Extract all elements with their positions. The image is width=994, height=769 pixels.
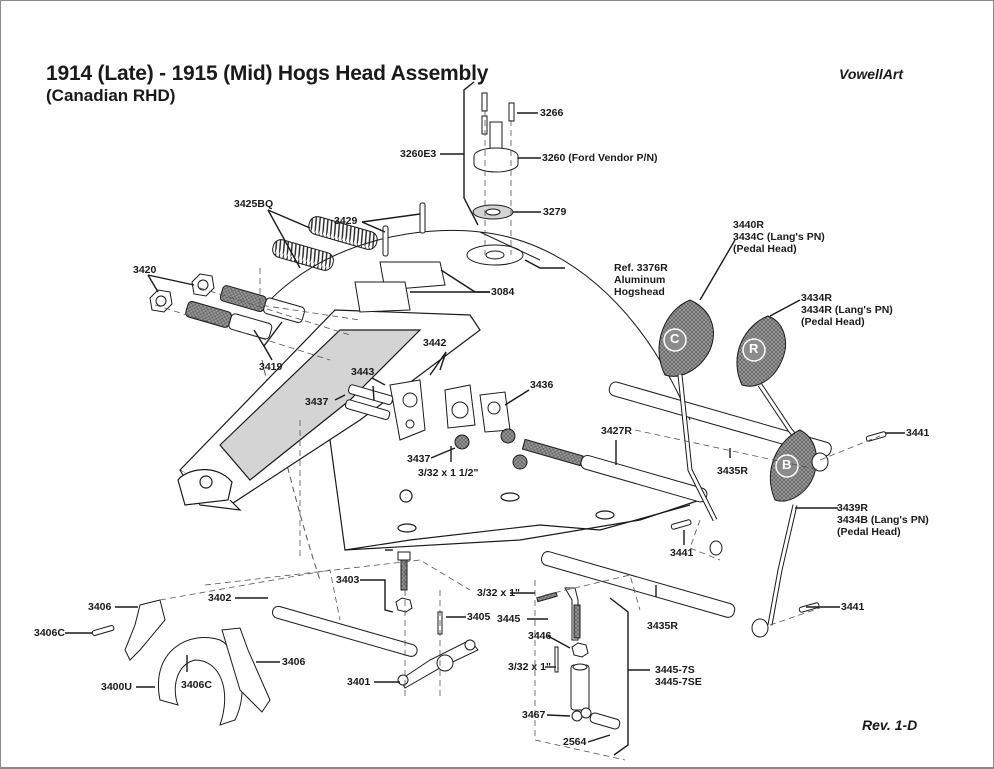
callout-3406-upper: 3406 xyxy=(88,601,112,613)
callout-3260: 3260 (Ford Vendor P/N) xyxy=(542,152,658,164)
callout-3406-lower: 3406 xyxy=(282,656,306,668)
callout-cotter-pin-1-upper: 3/32 x 1" xyxy=(477,587,520,599)
callout-3437-lower: 3437 xyxy=(407,453,431,465)
callout-2564: 2564 xyxy=(563,736,587,748)
nuts-3420 xyxy=(149,273,215,313)
callout-3406C-left: 3406C xyxy=(34,627,65,639)
callout-3441-right: 3441 xyxy=(906,427,930,439)
callout-3402: 3402 xyxy=(208,592,232,604)
callout-3406C-center: 3406C xyxy=(181,679,212,691)
callout-3435R-lower: 3435R xyxy=(647,620,678,632)
pedal-letter-brake: B xyxy=(782,457,792,472)
callout-brake-pedal: 3439R 3434B (Lang's PN) (Pedal Head) xyxy=(837,502,929,538)
callout-3427R: 3427R xyxy=(601,425,632,437)
pedal-letter-clutch: C xyxy=(670,331,680,346)
callout-3446: 3446 xyxy=(528,630,552,642)
adjusting-screws-3419 xyxy=(185,285,306,340)
shift-forks xyxy=(91,599,271,726)
callout-3442: 3442 xyxy=(423,337,447,349)
callout-3405: 3405 xyxy=(467,611,491,623)
page-subtitle: (Canadian RHD) xyxy=(46,86,176,105)
callout-3467: 3467 xyxy=(522,709,546,721)
bolt-3403 xyxy=(395,551,413,613)
callout-3435R-upper: 3435R xyxy=(717,465,748,477)
brand-logo: VowellArt xyxy=(839,66,904,82)
callout-3429: 3429 xyxy=(334,215,358,227)
callout-3425BQ: 3425BQ xyxy=(234,198,274,210)
page-title: 1914 (Late) - 1915 (Mid) Hogs Head Assem… xyxy=(46,62,489,85)
callout-3445-7S: 3445-7S 3445-7SE xyxy=(655,664,702,688)
leader-lines xyxy=(65,81,905,756)
callout-ref-hogshead: Ref. 3376R Aluminum Hogshead xyxy=(614,262,668,298)
callout-3403: 3403 xyxy=(336,574,360,586)
callout-3420: 3420 xyxy=(133,264,157,276)
callout-3084: 3084 xyxy=(491,286,515,298)
callout-3419: 3419 xyxy=(259,361,283,373)
center-shaft-parts xyxy=(344,379,528,470)
callout-clutch-pedal: 3440R 3434C (Lang's PN) (Pedal Head) xyxy=(733,219,825,255)
callout-3436: 3436 xyxy=(530,379,554,391)
callout-3445: 3445 xyxy=(497,613,521,625)
pedals xyxy=(658,299,829,638)
callout-3260E3: 3260E3 xyxy=(400,148,437,160)
callout-3441-middle: 3441 xyxy=(670,547,694,559)
callout-3279: 3279 xyxy=(543,206,567,218)
revision-label: Rev. 1-D xyxy=(862,717,918,733)
assembly-guide-lines xyxy=(154,110,881,761)
callout-reverse-pedal: 3434R 3434R (Lang's PN) (Pedal Head) xyxy=(801,292,893,328)
clevis-assembly xyxy=(536,587,621,730)
pins-3429 xyxy=(382,202,426,257)
callout-3266: 3266 xyxy=(540,107,564,119)
pedal-letter-reverse: R xyxy=(749,341,759,356)
shafts xyxy=(271,381,832,657)
callout-cotter-pin-1-lower: 3/32 x 1" xyxy=(508,661,551,673)
callout-3401: 3401 xyxy=(347,676,371,688)
callout-3441-lower: 3441 xyxy=(841,601,865,613)
callout-3443: 3443 xyxy=(351,366,375,378)
shifter-bosses-3084 xyxy=(354,261,446,313)
callout-cotter-pin-1-5: 3/32 x 1 1/2" xyxy=(418,467,479,479)
callout-3400U: 3400U xyxy=(101,681,132,693)
callout-3437-upper: 3437 xyxy=(305,396,329,408)
shift-frame xyxy=(177,309,701,551)
